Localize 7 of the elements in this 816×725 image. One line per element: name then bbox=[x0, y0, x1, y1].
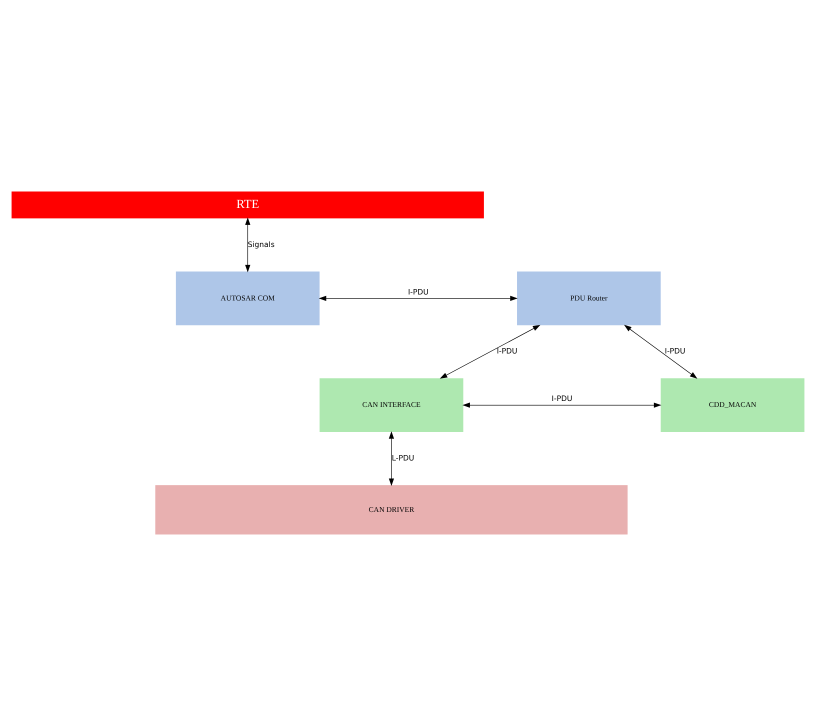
arrow bbox=[388, 430, 394, 486]
node-box: RTE bbox=[12, 191, 484, 218]
arrow bbox=[462, 402, 662, 408]
arrow bbox=[245, 216, 250, 272]
arrow bbox=[318, 295, 518, 300]
arrow bbox=[624, 324, 698, 378]
arrow bbox=[440, 324, 540, 378]
